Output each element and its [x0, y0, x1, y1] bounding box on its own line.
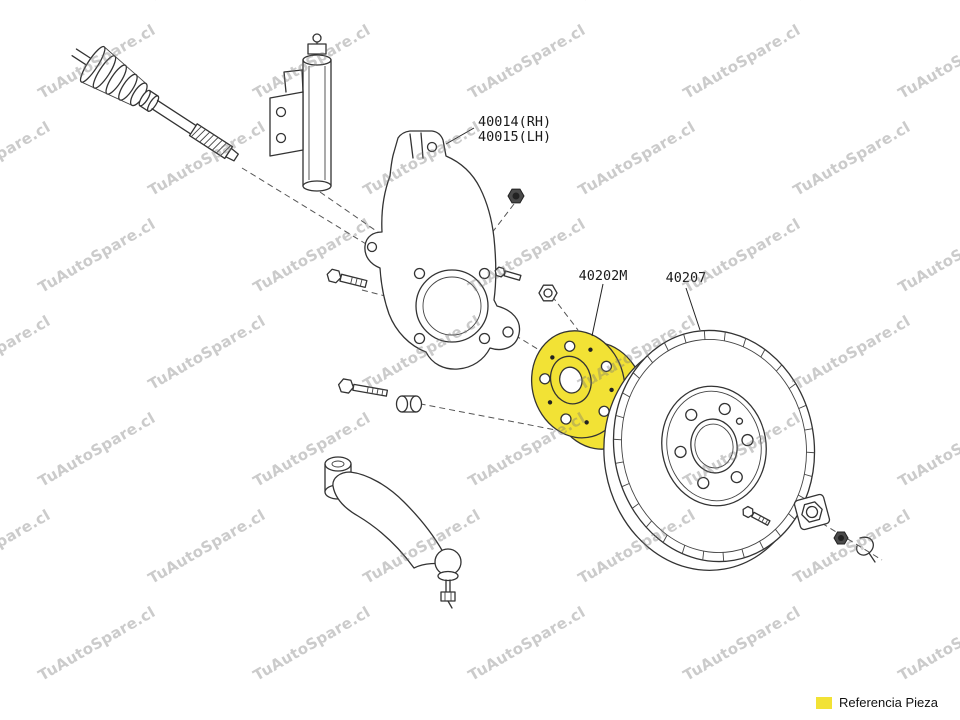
label-leader-lines: [445, 127, 701, 337]
part-label-knuckle-rh: 40014(RH): [478, 114, 551, 130]
wheel-hub-highlighted: [530, 330, 646, 450]
brake-rotor: [603, 329, 816, 572]
control-arm-bolt: [337, 378, 389, 397]
cv-axle: [71, 45, 239, 162]
strut-bracket: [269, 69, 304, 157]
legend: Referencia Pieza: [816, 695, 938, 710]
arm-bushing: [395, 395, 423, 413]
lower-control-arm: [324, 456, 462, 609]
steering-knuckle: [364, 130, 521, 370]
cotter-clip: [856, 536, 876, 563]
axle-nut: [538, 284, 558, 302]
disc-vent-ticks: [613, 330, 815, 562]
rotor-set-screw: [742, 505, 771, 526]
part-label-knuckle-lh: 40015(LH): [478, 129, 551, 145]
lock-nut: [833, 531, 849, 545]
strut-assembly: [269, 33, 332, 192]
strut-nut: [507, 188, 525, 204]
legend-label: Referencia Pieza: [839, 695, 938, 710]
knuckle-pinch-bolt: [326, 268, 368, 289]
part-label-rotor: 40207: [666, 270, 707, 286]
spline-hatching: [190, 126, 232, 157]
ball-joint: [434, 548, 462, 609]
hub-bolt-washer: [793, 493, 831, 531]
legend-highlight-swatch: [816, 696, 832, 709]
part-label-hub: 40202M: [579, 268, 628, 284]
hub-stud: [494, 266, 522, 281]
